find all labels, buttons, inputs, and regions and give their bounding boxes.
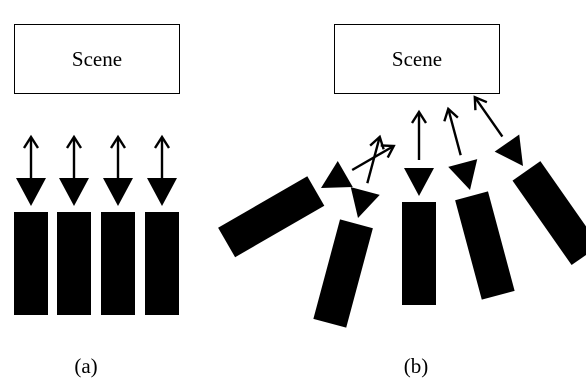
panel-caption-b: (b) xyxy=(404,354,429,378)
camera-b-3-body xyxy=(402,202,436,305)
scene-label-a: Scene xyxy=(72,47,122,71)
view-arrow-b-5 xyxy=(473,95,504,138)
panel-b: Scene (b) xyxy=(218,24,586,378)
view-arrow-a-4 xyxy=(153,134,171,186)
camera-a-4-lens-icon xyxy=(147,178,177,206)
view-arrow-b-2 xyxy=(366,134,385,184)
scene-box-b xyxy=(334,24,500,94)
view-arrow-a-1 xyxy=(22,134,40,186)
view-arrow-b-5-shaft xyxy=(473,96,504,138)
camera-a-2 xyxy=(57,178,91,315)
camera-group-b xyxy=(218,95,586,328)
view-arrow-b-5-head-icon xyxy=(473,95,488,111)
camera-a-3-body xyxy=(101,212,135,315)
view-arrow-b-4-shaft xyxy=(447,108,462,156)
scene-label-b: Scene xyxy=(392,47,442,71)
camera-b-3 xyxy=(402,168,436,305)
camera-b-5-body xyxy=(512,161,586,266)
camera-a-2-lens-icon xyxy=(59,178,89,206)
camera-b-2-body xyxy=(313,219,373,328)
camera-a-1-lens-icon xyxy=(16,178,46,206)
view-arrow-a-2 xyxy=(65,134,83,186)
camera-a-2-body xyxy=(57,212,91,315)
camera-a-4-body xyxy=(145,212,179,315)
view-arrow-b-4 xyxy=(443,106,462,156)
camera-b-4-body xyxy=(455,191,515,300)
camera-b-4-lens-icon xyxy=(448,159,478,190)
view-arrow-b-2-head-icon xyxy=(369,134,385,150)
camera-b-1 xyxy=(218,161,353,258)
camera-a-1-body xyxy=(14,212,48,315)
camera-a-3-lens-icon xyxy=(103,178,133,206)
scene-box-a xyxy=(14,24,180,94)
view-arrow-b-4-head-icon xyxy=(443,106,459,122)
view-arrow-b-3-head-icon xyxy=(410,109,428,124)
panel-caption-a: (a) xyxy=(74,354,97,378)
view-arrow-a-1-head-icon xyxy=(22,134,40,149)
camera-b-4 xyxy=(448,159,515,300)
camera-a-3 xyxy=(101,178,135,315)
view-arrow-a-3 xyxy=(109,134,127,186)
view-arrow-a-2-head-icon xyxy=(65,134,83,149)
camera-b-5-lens-icon xyxy=(494,134,523,166)
view-arrow-a-4-head-icon xyxy=(153,134,171,149)
camera-a-1 xyxy=(14,178,48,315)
camera-b-1-lens-icon xyxy=(321,161,353,188)
camera-b-3-lens-icon xyxy=(404,168,434,196)
view-arrow-b-2-shaft xyxy=(366,136,381,184)
view-arrow-b-1-head-icon xyxy=(380,144,396,159)
camera-b-2 xyxy=(313,187,380,328)
panel-a: Scene (a) xyxy=(14,24,180,378)
camera-b-5 xyxy=(494,134,586,266)
camera-a-4 xyxy=(145,178,179,315)
view-arrow-a-3-head-icon xyxy=(109,134,127,149)
view-arrow-b-3 xyxy=(410,109,428,160)
camera-b-1-body xyxy=(218,176,325,258)
camera-b-2-lens-icon xyxy=(350,187,380,218)
camera-group-a xyxy=(14,134,179,315)
